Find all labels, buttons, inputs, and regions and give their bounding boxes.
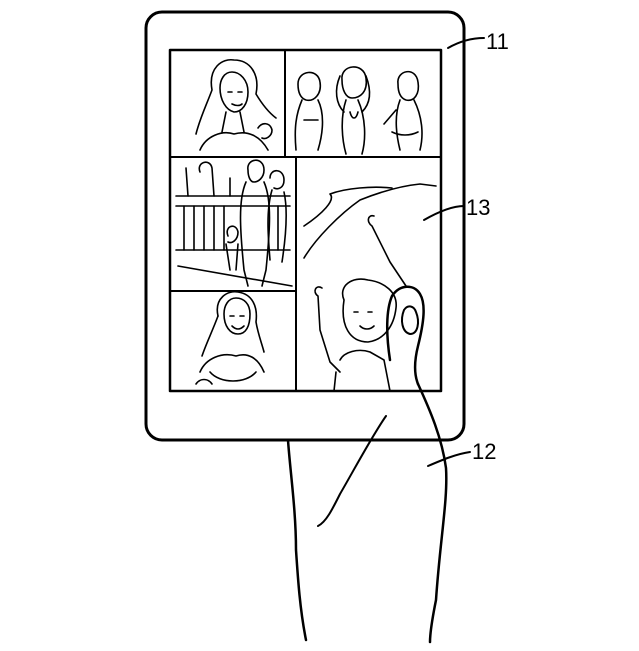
thumb [385,285,425,386]
hand-right-edge [416,382,448,644]
photo-tile-celebrating-person [303,183,437,392]
leader-line-13 [423,205,465,221]
leader-line-12 [427,451,471,467]
hand-left-edge [286,438,308,642]
reference-numeral-hand: 12 [472,439,497,464]
photo-tile-couple-at-railing [175,159,293,287]
leader-lines [423,37,485,467]
leader-line-11 [447,37,485,49]
photo-tile-group-of-women [294,66,423,155]
tablet-outer-frame [144,10,466,442]
hand [286,285,448,644]
photo-tile-woman-portrait [195,59,277,151]
tablet-screen [168,48,443,393]
tablet-device [144,10,466,442]
hand-crease [317,415,387,527]
reference-numeral-device: 11 [486,29,509,54]
reference-numeral-photo-tile: 13 [466,195,491,220]
thumbnail [401,305,419,335]
photo-tile-smiling-woman [195,290,265,385]
